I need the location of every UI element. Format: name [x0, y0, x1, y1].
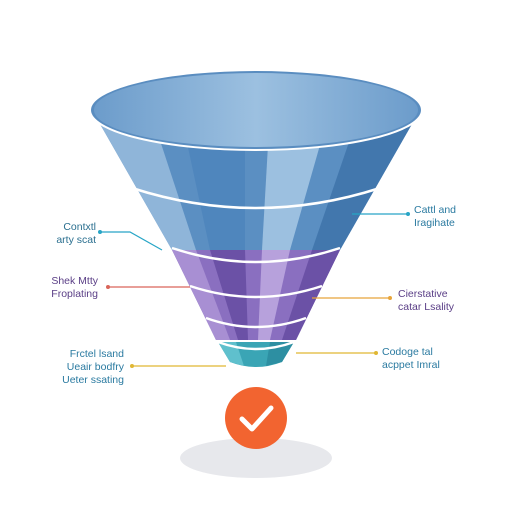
label-right-2: Cierstative catar Lsality [398, 288, 490, 314]
label-right-3: Codoge tal acppet Imral [382, 346, 478, 372]
label-left-3-line2: Ueair bodfry [66, 361, 124, 373]
label-left-1: Contxtl arty scat [40, 221, 96, 247]
label-left-3-line3: Ueter ssating [62, 374, 124, 386]
connector-lines [98, 212, 410, 368]
label-left-2-line2: Froplating [51, 288, 98, 300]
label-right-1-line2: Iragihate [414, 217, 455, 229]
label-left-1-line2: arty scat [56, 234, 96, 246]
label-left-3: Frctel lsand Ueair bodfry Ueter ssating [32, 348, 124, 387]
label-right-2-line1: Cierstative [398, 288, 448, 300]
label-right-1-line1: Cattl and [414, 204, 457, 216]
label-left-3-line1: Frctel lsand [69, 348, 124, 360]
label-right-3-line2: acppet Imral [382, 359, 440, 371]
funnel-band-purple [172, 250, 340, 340]
label-right-3-line1: Codoge tal [382, 346, 433, 358]
label-left-2-line1: Shek Mtty [51, 275, 98, 287]
label-left-1-line1: Contxtl [63, 221, 96, 233]
funnel-rings [131, 186, 381, 351]
check-badge [225, 387, 287, 449]
connector-left-1 [100, 231, 163, 251]
check-icon [239, 405, 274, 432]
label-left-2: Shek Mtty Froplating [30, 275, 98, 301]
funnel-rim [89, 69, 423, 151]
badge-shadow [180, 438, 332, 478]
label-right-1: Cattl and Iragihate [414, 204, 494, 230]
label-right-2-line2: catar Lsality [398, 301, 455, 313]
